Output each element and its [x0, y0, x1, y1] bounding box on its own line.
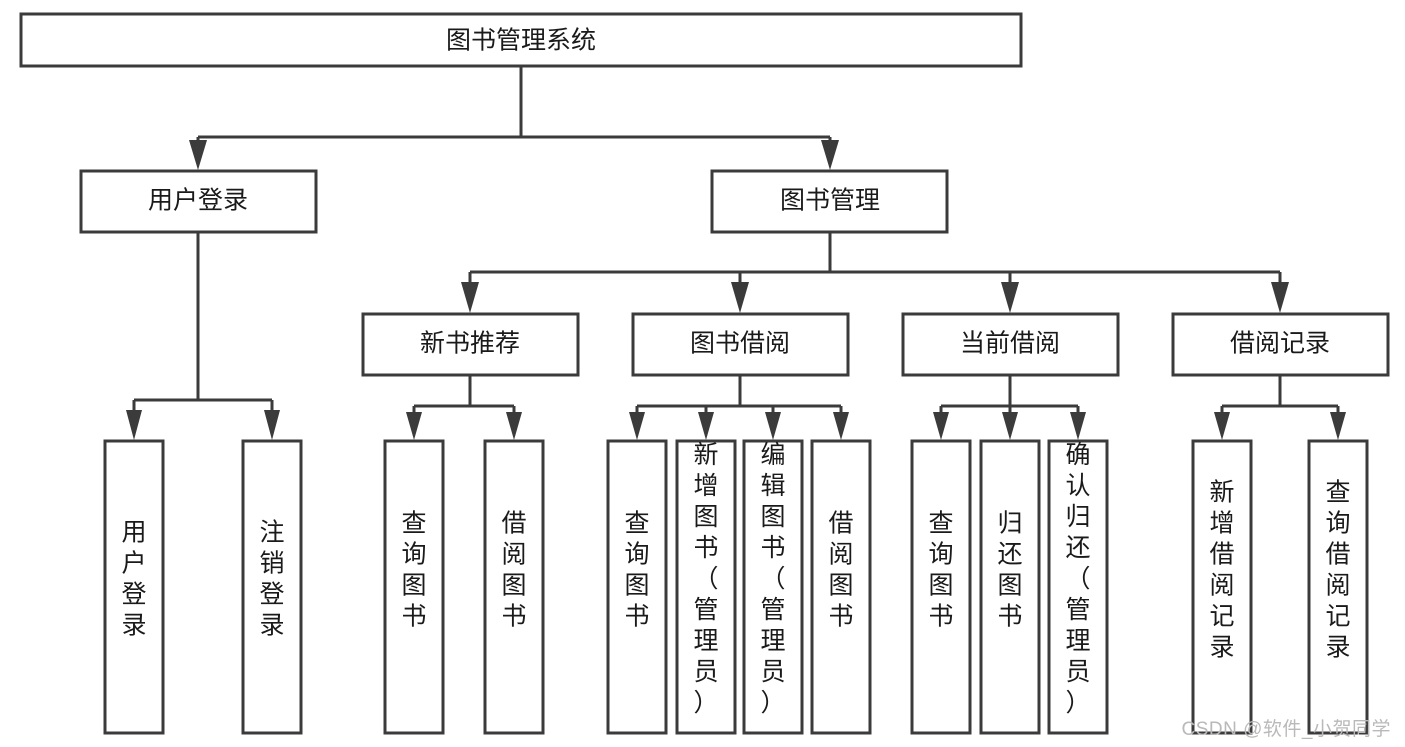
connector-group-borrowrecord — [1214, 375, 1346, 440]
arrow-head-to-newbook — [461, 282, 479, 313]
leaf-user-login-logout-box[interactable] — [241, 439, 303, 735]
arrow-head-to-bookmgmt — [821, 140, 839, 170]
node-book-management[interactable]: 图书管理 — [710, 169, 949, 234]
leaf-borrow-borrow-book-box[interactable] — [810, 439, 872, 735]
leaf-user-login-login-label: 用户登录 — [121, 519, 146, 640]
csdn-watermark: CSDN @软件_小贺同学 — [1181, 719, 1391, 740]
leaf-borrow-query-book-label: 查询图书 — [624, 510, 649, 631]
arrow-head-currentborrow-leaf-3 — [1070, 412, 1086, 440]
arrow-head-currentborrow-leaf-1 — [933, 412, 949, 440]
leaf-borrow-borrow-book[interactable]: 借阅图书 — [810, 439, 872, 735]
arrow-head-to-borrowrecord — [1271, 282, 1289, 313]
leaf-record-query-label: 查询借阅记录 — [1325, 479, 1350, 662]
arrow-head-borrowbook-leaf-3 — [765, 412, 781, 440]
leaf-current-return-book-box[interactable] — [979, 439, 1041, 735]
leaf-user-login-logout[interactable]: 注销登录 — [241, 439, 303, 735]
leaf-record-add[interactable]: 新增借阅记录 — [1191, 439, 1253, 735]
node-new-book-recommend-box[interactable] — [361, 312, 580, 377]
node-root-box[interactable] — [19, 12, 1023, 68]
leaf-new-book-borrow-label: 借阅图书 — [501, 510, 526, 631]
node-root[interactable]: 图书管理系统 — [19, 12, 1023, 68]
leaf-record-query[interactable]: 查询借阅记录 — [1307, 439, 1369, 735]
arrow-head-userlogin-leaf-1 — [126, 410, 142, 440]
node-book-management-label: 图书管理 — [780, 187, 880, 215]
node-current-borrow-box[interactable] — [901, 312, 1120, 377]
leaf-borrow-add-book-admin[interactable]: 新增图书（管理员） — [675, 439, 737, 735]
connector-group-root — [189, 66, 839, 170]
leaf-new-book-query[interactable]: 查询图书 — [383, 439, 445, 735]
leaf-borrow-add-book-admin-label: 新增图书（管理员） — [693, 441, 718, 717]
node-book-borrow[interactable]: 图书借阅 — [631, 312, 850, 377]
leaf-borrow-edit-book-admin-label: 编辑图书（管理员） — [760, 441, 785, 717]
connector-group-borrowbook — [629, 375, 849, 440]
leaf-new-book-query-box[interactable] — [383, 439, 445, 735]
leaf-new-book-query-label: 查询图书 — [401, 510, 426, 631]
arrow-head-to-userlogin — [189, 140, 207, 170]
arrow-head-borrowrecord-leaf-1 — [1214, 412, 1230, 440]
leaf-current-query-book-box[interactable] — [910, 439, 972, 735]
connector-group-userlogin — [126, 232, 280, 440]
leaf-borrow-query-book-box[interactable] — [606, 439, 668, 735]
arrow-head-userlogin-leaf-2 — [264, 410, 280, 440]
leaf-current-return-book[interactable]: 归还图书 — [979, 439, 1041, 735]
leaf-user-login-login[interactable]: 用户登录 — [103, 439, 165, 735]
arrow-head-newbook-leaf-1 — [406, 412, 422, 440]
arrow-head-borrowbook-leaf-4 — [833, 412, 849, 440]
node-borrow-record-label: 借阅记录 — [1230, 330, 1330, 358]
leaf-user-login-login-box[interactable] — [103, 439, 165, 735]
node-current-borrow[interactable]: 当前借阅 — [901, 312, 1120, 377]
leaf-current-confirm-return-admin-box[interactable] — [1047, 439, 1109, 735]
connector-group-bookmgmt — [461, 232, 1289, 313]
arrow-head-newbook-leaf-2 — [506, 412, 522, 440]
node-user-login-box[interactable] — [79, 169, 318, 234]
node-user-login[interactable]: 用户登录 — [79, 169, 318, 234]
leaf-record-query-box[interactable] — [1307, 439, 1369, 735]
leaf-record-add-label: 新增借阅记录 — [1209, 479, 1234, 662]
arrow-head-currentborrow-leaf-2 — [1002, 412, 1018, 440]
node-current-borrow-label: 当前借阅 — [960, 330, 1060, 358]
node-book-borrow-label: 图书借阅 — [690, 330, 790, 358]
leaf-borrow-add-book-admin-box[interactable] — [675, 439, 737, 735]
arrow-head-borrowrecord-leaf-2 — [1330, 412, 1346, 440]
leaf-current-query-book[interactable]: 查询图书 — [910, 439, 972, 735]
leaf-current-confirm-return-admin-label: 确认归还（管理员） — [1065, 441, 1090, 717]
leaf-borrow-borrow-book-label: 借阅图书 — [828, 510, 853, 631]
node-user-login-label: 用户登录 — [148, 187, 248, 215]
leaf-record-add-box[interactable] — [1191, 439, 1253, 735]
leaf-new-book-borrow[interactable]: 借阅图书 — [483, 439, 545, 735]
node-new-book-recommend[interactable]: 新书推荐 — [361, 312, 580, 377]
node-borrow-record[interactable]: 借阅记录 — [1171, 312, 1390, 377]
node-new-book-recommend-label: 新书推荐 — [420, 330, 520, 358]
arrow-head-borrowbook-leaf-1 — [629, 412, 645, 440]
node-book-borrow-box[interactable] — [631, 312, 850, 377]
leaf-new-book-borrow-box[interactable] — [483, 439, 545, 735]
leaf-borrow-query-book[interactable]: 查询图书 — [606, 439, 668, 735]
leaf-current-confirm-return-admin[interactable]: 确认归还（管理员） — [1047, 439, 1109, 735]
leaf-borrow-edit-book-admin-box[interactable] — [742, 439, 804, 735]
node-borrow-record-box[interactable] — [1171, 312, 1390, 377]
leaf-current-query-book-label: 查询图书 — [928, 510, 953, 631]
node-root-label: 图书管理系统 — [446, 27, 596, 55]
arrow-head-to-currentborrow — [1001, 282, 1019, 313]
arrow-head-to-borrowbook — [731, 282, 749, 313]
leaf-borrow-edit-book-admin[interactable]: 编辑图书（管理员） — [742, 439, 804, 735]
leaf-current-return-book-label: 归还图书 — [997, 510, 1022, 631]
leaf-user-login-logout-label: 注销登录 — [259, 519, 284, 640]
node-book-management-box[interactable] — [710, 169, 949, 234]
connector-group-newbook — [406, 375, 522, 440]
arrow-head-borrowbook-leaf-2 — [698, 412, 714, 440]
connector-group-currentborrow — [933, 375, 1086, 440]
